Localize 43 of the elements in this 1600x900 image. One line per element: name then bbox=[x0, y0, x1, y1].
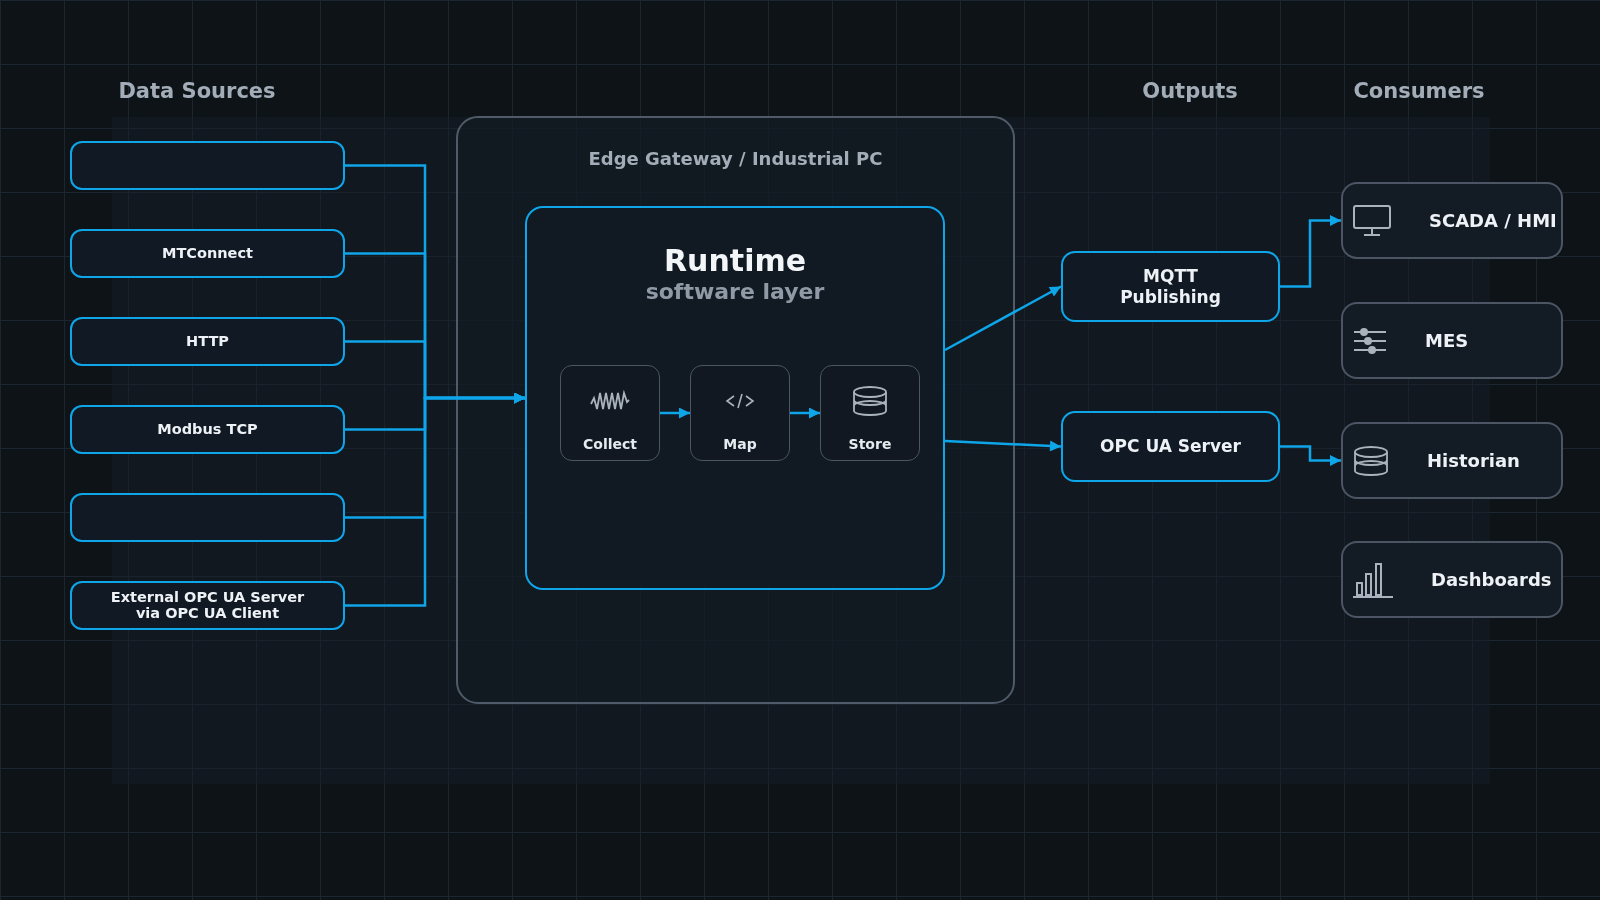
output-label: OPC UA Server bbox=[1100, 436, 1241, 457]
connector-arrow bbox=[790, 407, 820, 419]
connector-arrow bbox=[944, 439, 1062, 452]
source-box bbox=[70, 581, 345, 630]
panel-title: Runtime bbox=[663, 244, 806, 279]
step-box bbox=[560, 365, 660, 461]
consumer-label: SCADA / HMI bbox=[1429, 209, 1557, 232]
connector-arrow bbox=[1280, 215, 1341, 288]
consumer-label: Historian bbox=[1427, 449, 1520, 472]
container-title: Edge Gateway / Industrial PC bbox=[588, 148, 883, 170]
step-box bbox=[690, 365, 790, 461]
consumer-label: Dashboards bbox=[1431, 568, 1552, 591]
connector-arrow bbox=[1280, 445, 1341, 466]
source-box bbox=[70, 229, 345, 278]
gateway-container bbox=[456, 116, 1015, 704]
column-heading: Outputs bbox=[1142, 79, 1238, 105]
step-label: Map bbox=[723, 436, 757, 453]
column-heading: Consumers bbox=[1353, 79, 1485, 105]
column-heading: Data Sources bbox=[118, 79, 276, 105]
source-box bbox=[70, 141, 345, 190]
step-box bbox=[820, 365, 920, 461]
consumer-box bbox=[1341, 302, 1563, 379]
source-label: HTTP bbox=[186, 333, 229, 350]
consumer-box bbox=[1341, 182, 1563, 259]
consumer-box bbox=[1341, 541, 1563, 618]
source-label: MTConnect bbox=[162, 245, 253, 262]
connector-arrow bbox=[345, 392, 525, 607]
step-label: Collect bbox=[583, 436, 637, 453]
runtime-panel bbox=[525, 206, 945, 590]
connector-arrow bbox=[944, 285, 1062, 352]
output-box bbox=[1061, 251, 1280, 322]
source-box bbox=[70, 493, 345, 542]
output-label: MQTT Publishing bbox=[1119, 266, 1222, 307]
connector-arrow bbox=[660, 407, 690, 419]
consumer-box bbox=[1341, 422, 1563, 499]
consumer-label: MES bbox=[1425, 329, 1469, 352]
source-label: External OPC UA Server via OPC UA Client bbox=[109, 590, 306, 621]
step-label: Store bbox=[848, 436, 892, 453]
source-box bbox=[70, 405, 345, 454]
source-box bbox=[70, 317, 345, 366]
panel-subtitle: software layer bbox=[645, 278, 825, 304]
source-label: Modbus TCP bbox=[157, 421, 258, 438]
output-box bbox=[1061, 411, 1280, 482]
